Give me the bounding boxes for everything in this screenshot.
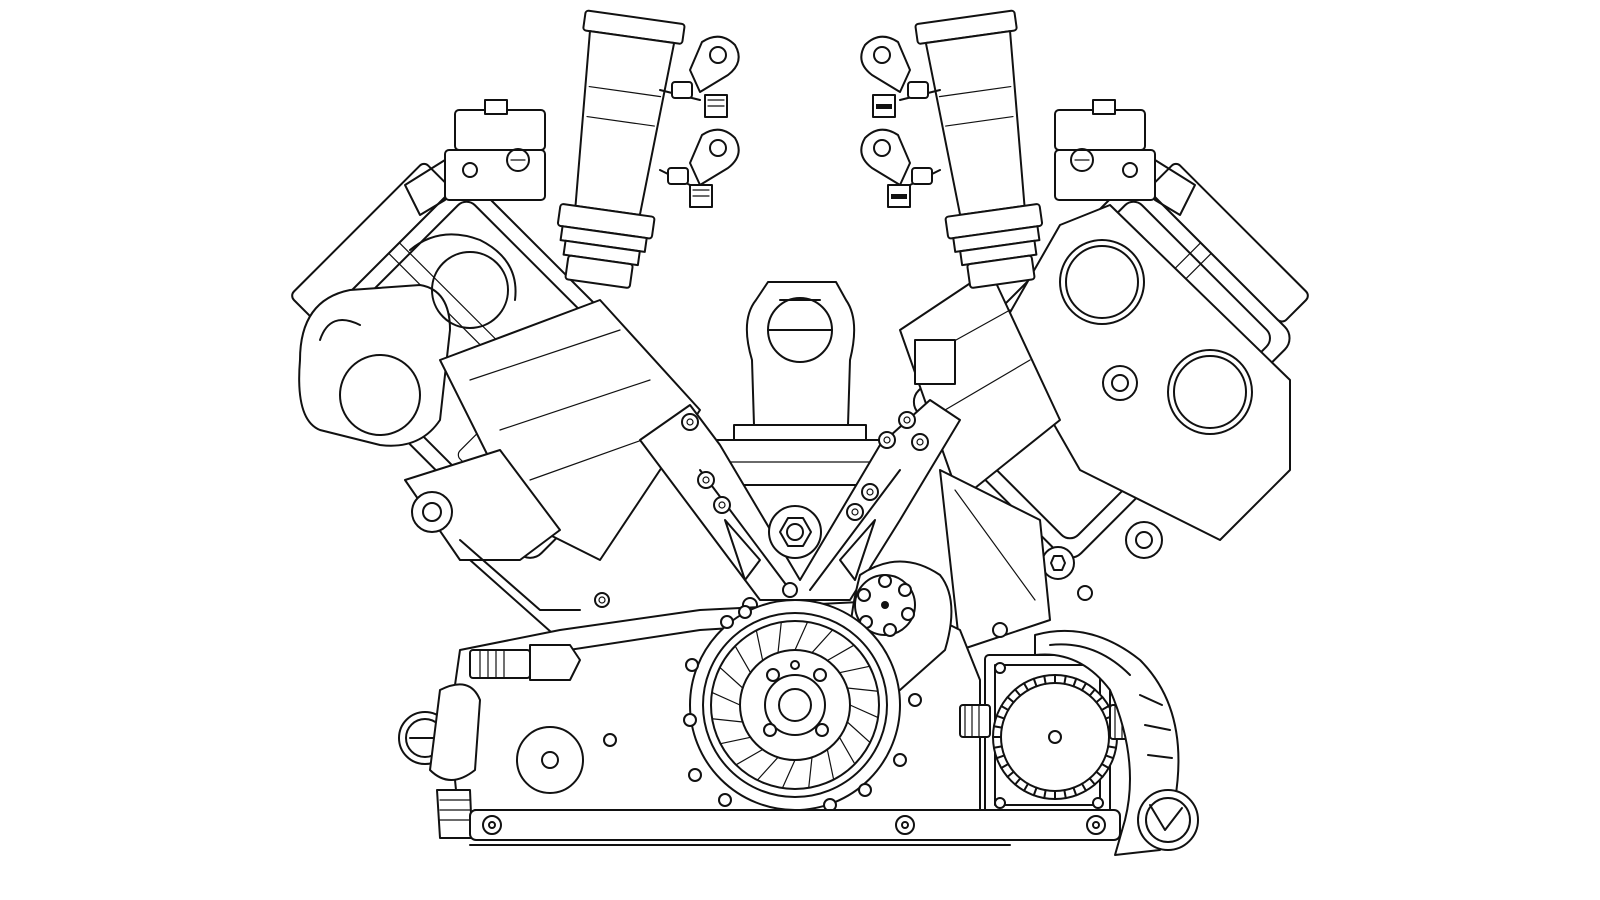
crank-pulley-bolts — [763, 660, 829, 737]
pulley-spoke — [826, 644, 855, 662]
pulley-spoke — [735, 748, 764, 766]
pulley-spoke — [846, 721, 871, 744]
gear-tooth — [1000, 705, 1010, 711]
right-accessory-gear — [984, 654, 1118, 816]
gear-tooth — [1088, 688, 1096, 697]
pulley-spoke — [777, 621, 782, 654]
pulley-spoke — [755, 629, 764, 662]
right-cylinder-bank — [899, 99, 1309, 580]
gear-tooth — [1081, 682, 1087, 692]
gear-tooth — [1023, 782, 1029, 792]
pulley-spoke — [826, 748, 835, 781]
gear-tooth — [992, 745, 1003, 749]
sump-rail — [469, 809, 1121, 846]
right-cam-port-upper — [1059, 239, 1145, 325]
pulley-spoke — [849, 704, 879, 719]
crankcase-webbing — [639, 399, 1051, 651]
gear-tooth — [1043, 674, 1047, 685]
pulley-spoke — [719, 736, 752, 745]
left-idler-pulley — [516, 726, 584, 794]
right-fuel-injectors — [860, 35, 941, 208]
pulley-spoke — [838, 665, 871, 674]
webbing-bolts — [594, 411, 1093, 638]
gear-tooth — [1014, 777, 1022, 786]
left-fuel-injectors — [659, 35, 740, 208]
pulley-spoke — [811, 629, 834, 654]
pulley-spoke — [781, 759, 796, 789]
left-bank-mount — [411, 491, 453, 533]
left-oil-fittings — [398, 644, 581, 839]
right-cam-sensor-block — [1054, 99, 1196, 216]
gear-tooth — [1104, 754, 1115, 760]
gear-tooth — [1081, 782, 1087, 792]
gear-tooth — [1006, 696, 1015, 704]
gear-tooth — [995, 754, 1006, 760]
pulley-spoke — [808, 756, 813, 789]
gear-tooth — [1063, 789, 1067, 800]
pulley-spoke — [838, 736, 856, 765]
pulley-spoke — [719, 666, 744, 689]
crank-pulley — [689, 599, 901, 811]
gear-tooth — [995, 714, 1006, 720]
pulley-rim-bolts — [603, 605, 922, 812]
pulley-spoke — [711, 718, 744, 723]
right-cam-bolt — [1102, 365, 1138, 401]
gear-tooth — [1032, 677, 1038, 688]
gear-tooth — [1032, 786, 1038, 797]
pulley-spoke — [756, 756, 779, 781]
left-intake-trumpet — [556, 9, 686, 289]
gear-tooth — [1014, 688, 1022, 697]
gear-tooth — [1043, 789, 1047, 800]
gear-tooth — [1095, 770, 1104, 778]
gear-tooth — [1006, 770, 1015, 778]
pulley-spoke — [711, 691, 741, 706]
gear-tooth — [1095, 696, 1104, 704]
left-cam-lobe-lower — [339, 354, 421, 436]
gear-tooth — [1023, 682, 1029, 692]
right-cam-port-lower — [1167, 349, 1253, 435]
gear-tooth — [1072, 677, 1078, 688]
pulley-spoke — [794, 621, 809, 651]
gear-tooth — [1107, 745, 1118, 749]
right-bank-mount — [1125, 521, 1163, 559]
gear-tooth — [1072, 786, 1078, 797]
valley-nut — [768, 505, 822, 559]
crank-pulley-spokes — [711, 621, 879, 789]
left-cam-lobe-upper — [431, 251, 509, 329]
right-pump-volute — [1034, 629, 1199, 856]
right-intake-trumpet — [914, 9, 1044, 289]
left-cam-sensor-block — [404, 99, 546, 216]
central-throttle-housing — [711, 281, 891, 486]
gear-tooth — [1000, 763, 1010, 769]
gear-tooth — [1063, 674, 1067, 685]
gear-tooth — [992, 725, 1003, 729]
gear-tooth — [1088, 777, 1096, 786]
pulley-spoke — [846, 687, 879, 692]
left-cylinder-bank — [291, 99, 701, 641]
pulley-spoke — [734, 645, 752, 674]
gear-tooth — [1100, 705, 1110, 711]
gear-tooth — [1100, 763, 1110, 769]
